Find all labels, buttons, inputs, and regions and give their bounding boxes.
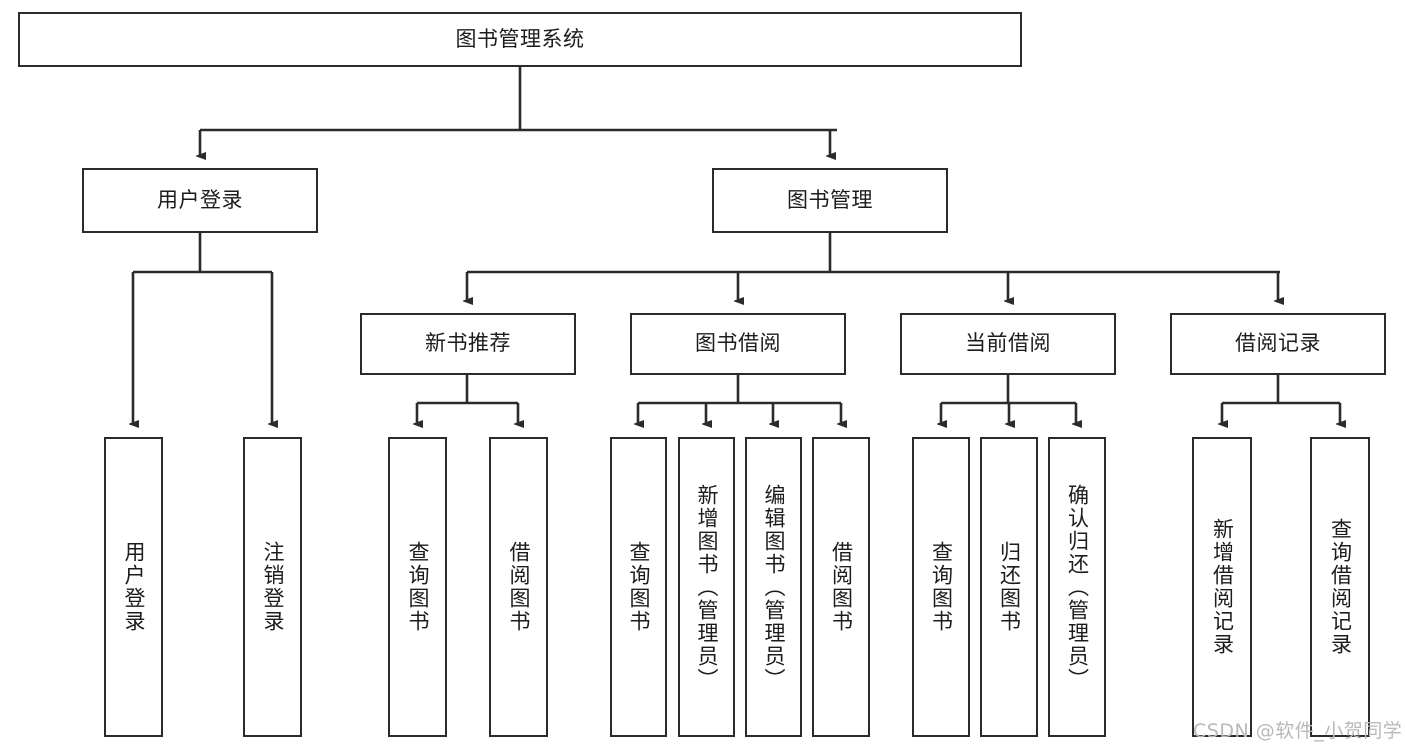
- node-leaf-borrow-book-1[interactable]: 借阅图书: [489, 437, 548, 737]
- node-leaf-logout[interactable]: 注销登录: [243, 437, 302, 737]
- leaf-query-record-label: 查询借阅记录: [1328, 518, 1353, 656]
- leaf-query-book-1-label: 查询图书: [406, 541, 430, 633]
- node-user-login[interactable]: 用户登录: [82, 168, 318, 233]
- node-book-manage-label: 图书管理: [787, 187, 873, 212]
- leaf-query-book-2-label: 查询图书: [627, 541, 651, 633]
- node-book-borrow[interactable]: 图书借阅: [630, 313, 846, 375]
- node-leaf-query-book-3[interactable]: 查询图书: [912, 437, 970, 737]
- leaf-confirm-return-label: 确认归还（管理员）: [1065, 483, 1090, 691]
- node-root[interactable]: 图书管理系统: [18, 12, 1022, 67]
- leaf-logout-label: 注销登录: [261, 541, 285, 633]
- node-current-borrow-label: 当前借阅: [965, 331, 1051, 356]
- leaf-add-book-label: 新增图书（管理员）: [695, 483, 719, 691]
- node-leaf-add-record[interactable]: 新增借阅记录: [1192, 437, 1252, 737]
- leaf-return-book-label: 归还图书: [997, 541, 1022, 633]
- node-leaf-confirm-return[interactable]: 确认归还（管理员）: [1048, 437, 1106, 737]
- node-leaf-query-record[interactable]: 查询借阅记录: [1310, 437, 1370, 737]
- node-borrow-record[interactable]: 借阅记录: [1170, 313, 1386, 375]
- leaf-add-record-label: 新增借阅记录: [1210, 518, 1235, 656]
- node-leaf-query-book-2[interactable]: 查询图书: [610, 437, 667, 737]
- node-leaf-edit-book[interactable]: 编辑图书（管理员）: [745, 437, 802, 737]
- csdn-watermark: CSDN @软件_小贺同学: [1193, 720, 1403, 742]
- node-borrow-record-label: 借阅记录: [1235, 331, 1321, 356]
- node-leaf-return-book[interactable]: 归还图书: [980, 437, 1038, 737]
- leaf-borrow-book-1-label: 借阅图书: [507, 541, 531, 633]
- node-new-book-rec-label: 新书推荐: [425, 331, 511, 356]
- node-leaf-user-login[interactable]: 用户登录: [104, 437, 163, 737]
- leaf-query-book-3-label: 查询图书: [929, 541, 954, 633]
- node-book-manage[interactable]: 图书管理: [712, 168, 948, 233]
- node-current-borrow[interactable]: 当前借阅: [900, 313, 1116, 375]
- node-new-book-rec[interactable]: 新书推荐: [360, 313, 576, 375]
- leaf-borrow-book-2-label: 借阅图书: [829, 541, 854, 633]
- node-root-label: 图书管理系统: [455, 26, 585, 51]
- node-book-borrow-label: 图书借阅: [695, 331, 781, 356]
- node-leaf-query-book-1[interactable]: 查询图书: [388, 437, 447, 737]
- node-leaf-add-book[interactable]: 新增图书（管理员）: [678, 437, 735, 737]
- node-leaf-borrow-book-2[interactable]: 借阅图书: [812, 437, 870, 737]
- leaf-user-login-label: 用户登录: [122, 541, 146, 633]
- node-user-login-label: 用户登录: [157, 187, 243, 212]
- leaf-edit-book-label: 编辑图书（管理员）: [762, 483, 786, 691]
